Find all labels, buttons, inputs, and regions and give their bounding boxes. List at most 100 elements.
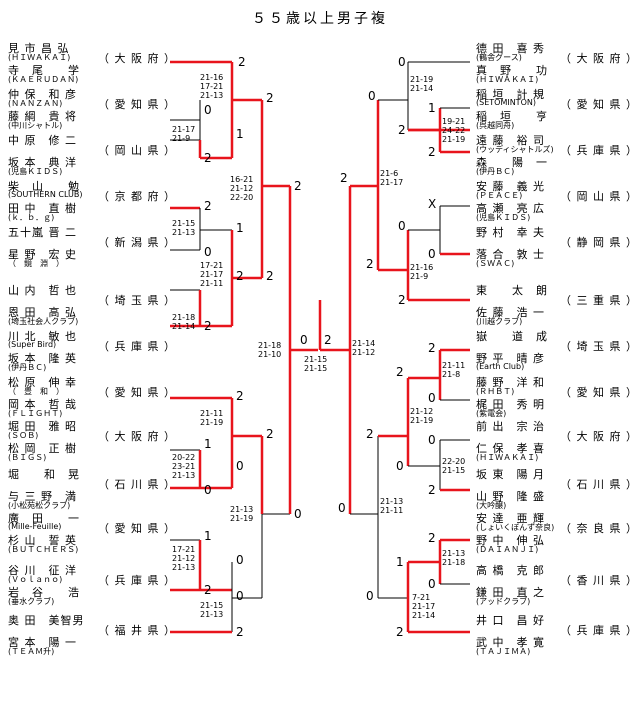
right_teams-player1: 前 出 宗 治 [476, 420, 545, 433]
score-label: 2 [236, 625, 244, 639]
game-score: 21-17 [200, 270, 223, 279]
right_teams-club2: (紫電会) [476, 409, 507, 418]
game-score: 17-21 [200, 261, 223, 270]
right_teams-club2: (Earth Club) [476, 362, 525, 371]
right_teams-player1: 安 藤 義 光 [476, 180, 545, 193]
score-label: 2 [398, 293, 406, 307]
left_teams-prefecture: （ 愛 知 県 ） [98, 98, 176, 111]
game-score: 21-9 [410, 272, 428, 281]
right_teams-player2: 森 陽 一 [476, 156, 548, 169]
game-score: 21-14 [412, 611, 435, 620]
left_teams-club1: (ＨＩＷＡＫＡＩ) [8, 53, 71, 62]
right_teams-club2: (ＴＡＪＩＭＡ) [476, 647, 531, 656]
right_teams-club2: (伊丹ＢＣ) [476, 167, 515, 176]
game-score: 21-12 [230, 184, 253, 193]
right_teams-player1: 坂 東 陽 月 [476, 468, 545, 481]
right_teams-club2: (アッドクラブ) [476, 597, 531, 606]
game-score: 17-21 [172, 545, 195, 554]
score-label: 0 [236, 589, 244, 603]
game-score: 21-17 [412, 602, 435, 611]
left_teams-prefecture: （ 愛 知 県 ） [98, 522, 176, 535]
left_teams-prefecture: （ 石 川 県 ） [98, 478, 176, 491]
left_teams-club2: (小松苑松クラブ) [8, 501, 71, 510]
game-score: 21-19 [410, 416, 433, 425]
score-label: 2 [428, 531, 436, 545]
game-score: 21-15 [200, 601, 223, 610]
right_teams-club1: (SETOMINTON) [476, 98, 536, 107]
game-score: 17-21 [200, 82, 223, 91]
left_teams-club2: (ＢＩＧＳ) [8, 453, 47, 462]
left_teams-player2: 坂 本 典 洋 [8, 156, 77, 169]
score-label: 2 [366, 427, 374, 441]
game-score: 21-13 [172, 228, 195, 237]
left_teams-prefecture: （ 愛 知 県 ） [98, 386, 176, 399]
game-score: 21-17 [172, 125, 195, 134]
game-score: 21-12 [352, 348, 375, 357]
left_teams-player1: 奥 田 美智男 [8, 614, 85, 627]
right_teams-club1: (しょいくぼんず奈良) [476, 523, 555, 532]
left_teams-player2: 恩 田 高 弘 [8, 306, 77, 319]
game-score: 21-13 [172, 563, 195, 572]
right_teams-club2: (大吟醸) [476, 501, 507, 510]
right_teams-prefecture: （ 大 阪 府 ） [560, 52, 638, 65]
right_teams-player2: 野 平 晴 彦 [476, 352, 545, 365]
right_teams-prefecture: （ 兵 庫 県 ） [560, 624, 638, 637]
right_teams-prefecture: （ 香 川 県 ） [560, 574, 638, 587]
page-title: ５５歳以上男子複 [252, 11, 388, 27]
left_teams-club1: (Ｖｏｌａｎｏ) [8, 575, 63, 584]
right_teams-prefecture: （ 大 阪 府 ） [560, 430, 638, 443]
left_teams-player1: 中 原 修 二 [8, 134, 77, 147]
right_teams-club2: (ＨＩＷＡＫＡＩ) [476, 453, 539, 462]
game-score: 21-19 [200, 418, 223, 427]
right_teams-prefecture: （ 兵 庫 県 ） [560, 144, 638, 157]
left_teams-club2: (ＢＵＴＣＨＥＲＳ) [8, 545, 79, 554]
score-label: 1 [236, 127, 244, 141]
game-score: 22-20 [230, 193, 253, 202]
right_teams-player2: 梶 田 秀 明 [476, 398, 545, 411]
left_teams-player1: 松 原 伸 幸 [8, 376, 77, 389]
right_teams-prefecture: （ 三 重 県 ） [560, 294, 638, 307]
right_teams-prefecture: （ 愛 知 県 ） [560, 98, 638, 111]
score-label: 2 [396, 625, 404, 639]
game-score: 21-18 [172, 313, 195, 322]
score-label: 2 [204, 583, 212, 597]
game-score: 19-21 [442, 117, 465, 126]
game-score: 21-19 [230, 514, 253, 523]
right_teams-prefecture: （ 愛 知 県 ） [560, 386, 638, 399]
left_teams-club2: (ＴＥＡＭ升) [8, 647, 55, 656]
right_teams-player2: 佐 藤 浩 一 [476, 306, 545, 319]
left_teams-club2: (伊丹ＢＣ) [8, 363, 47, 372]
score-label: 1 [428, 101, 436, 115]
right_teams-player2: 真 野 功 [476, 64, 548, 77]
score-label: 2 [396, 365, 404, 379]
left_teams-prefecture: （ 新 潟 県 ） [98, 236, 176, 249]
left_teams-player2: 藤 綱 貴 将 [8, 110, 77, 123]
left_teams-prefecture: （ 兵 庫 県 ） [98, 574, 176, 587]
game-score: 21-14 [410, 84, 433, 93]
right_teams-player1: 藤 野 洋 和 [476, 376, 545, 389]
left_teams-prefecture: （ 大 阪 府 ） [98, 430, 176, 443]
left_teams-player1: 山 内 哲 也 [8, 284, 77, 297]
score-label: 0 [300, 333, 308, 347]
score-label: 0 [428, 247, 436, 261]
score-label: 2 [266, 427, 274, 441]
left_teams-player1: 仲 保 和 彦 [8, 88, 77, 101]
game-score: 21-15 [304, 355, 327, 364]
score-label: 2 [236, 389, 244, 403]
left_teams-player2: 田 中 直 樹 [8, 202, 77, 215]
game-score: 21-15 [442, 466, 465, 475]
right_teams-player1: 野 村 幸 夫 [476, 226, 545, 239]
left_teams-player1: 谷 川 征 洋 [8, 564, 77, 577]
game-score: 21-16 [200, 73, 223, 82]
left_teams-club1: (SOUTHERN CLUB) [8, 190, 83, 199]
left_teams-club1: （ 豊 和 ） [8, 387, 64, 396]
left_teams-player1: 堀 和 晃 [8, 468, 80, 481]
left_teams-club2: (垂水クラブ) [8, 597, 55, 606]
score-label: 0 [428, 391, 436, 405]
game-score: 21-14 [352, 339, 375, 348]
left_teams-club1: (Mille-Feuille) [8, 522, 62, 531]
score-label: X [428, 197, 436, 211]
game-score: 16-21 [230, 175, 253, 184]
